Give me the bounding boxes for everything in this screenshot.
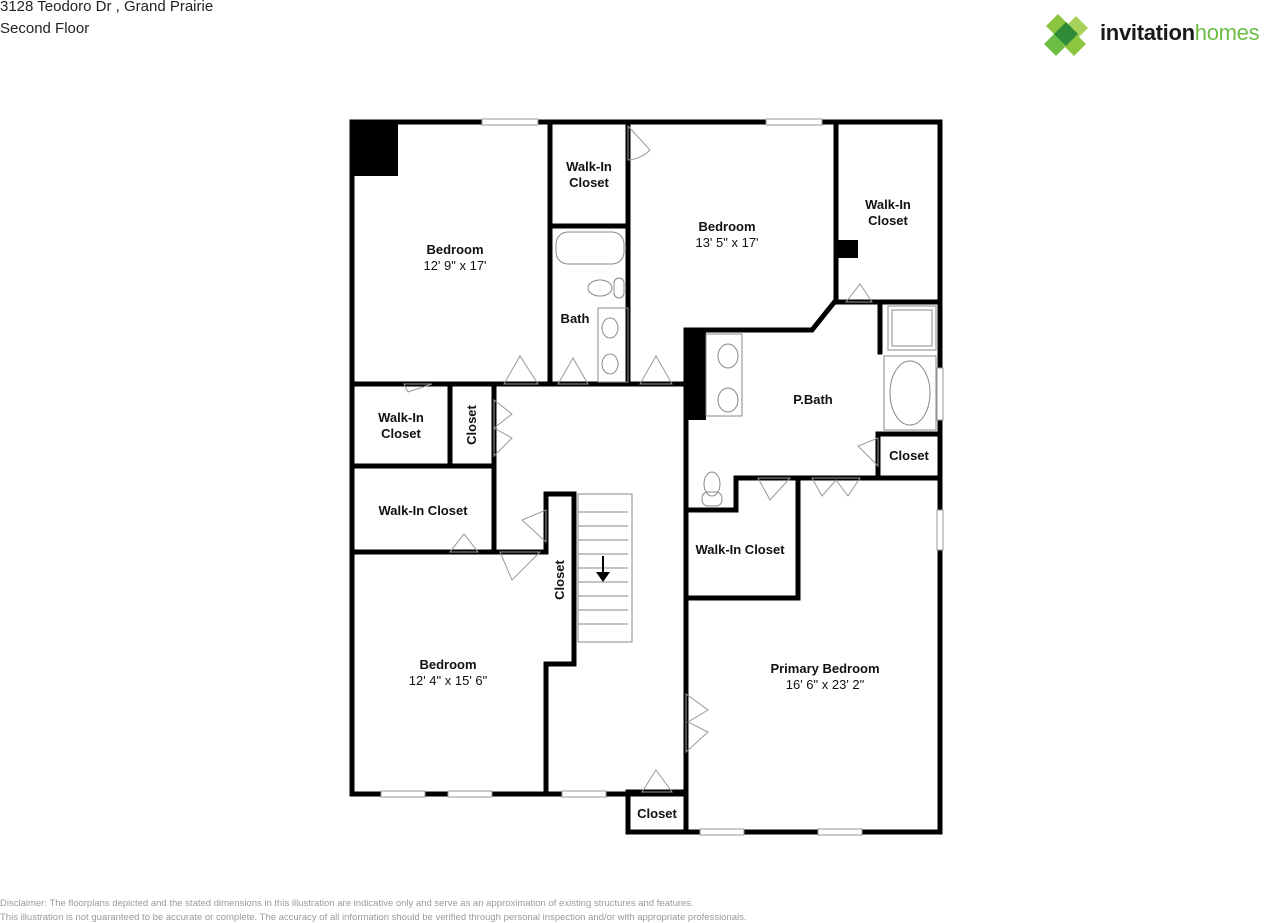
- property-address: 3128 Teodoro Dr , Grand Prairie: [0, 0, 214, 15]
- logo-word-homes: homes: [1194, 20, 1260, 45]
- room-walk-in-closet-primary: Walk-In Closet: [695, 542, 785, 557]
- logo-word-invitation: invitation: [1100, 20, 1195, 45]
- room-walk-in-closet-w2: Walk-In Closet: [378, 503, 468, 518]
- room-closet-stair: Closet: [552, 560, 567, 600]
- invitation-homes-logo: invitationhomes: [1044, 12, 1280, 58]
- disclaimer-line-1: Disclaimer: The floorplans depicted and …: [0, 898, 694, 909]
- green-diamond-cluster-icon: [1044, 14, 1088, 56]
- arrow-down-icon: [596, 556, 610, 582]
- room-closet-s: Closet: [637, 806, 677, 821]
- floor-label: Second Floor: [0, 20, 90, 37]
- logo-wordmark: invitationhomes: [1100, 20, 1260, 46]
- room-closet-vertical: Closet: [464, 405, 479, 445]
- room-closet-pbath: Closet: [889, 448, 929, 463]
- room-bath: Bath: [560, 311, 590, 326]
- room-primary-bath: P.Bath: [793, 392, 833, 407]
